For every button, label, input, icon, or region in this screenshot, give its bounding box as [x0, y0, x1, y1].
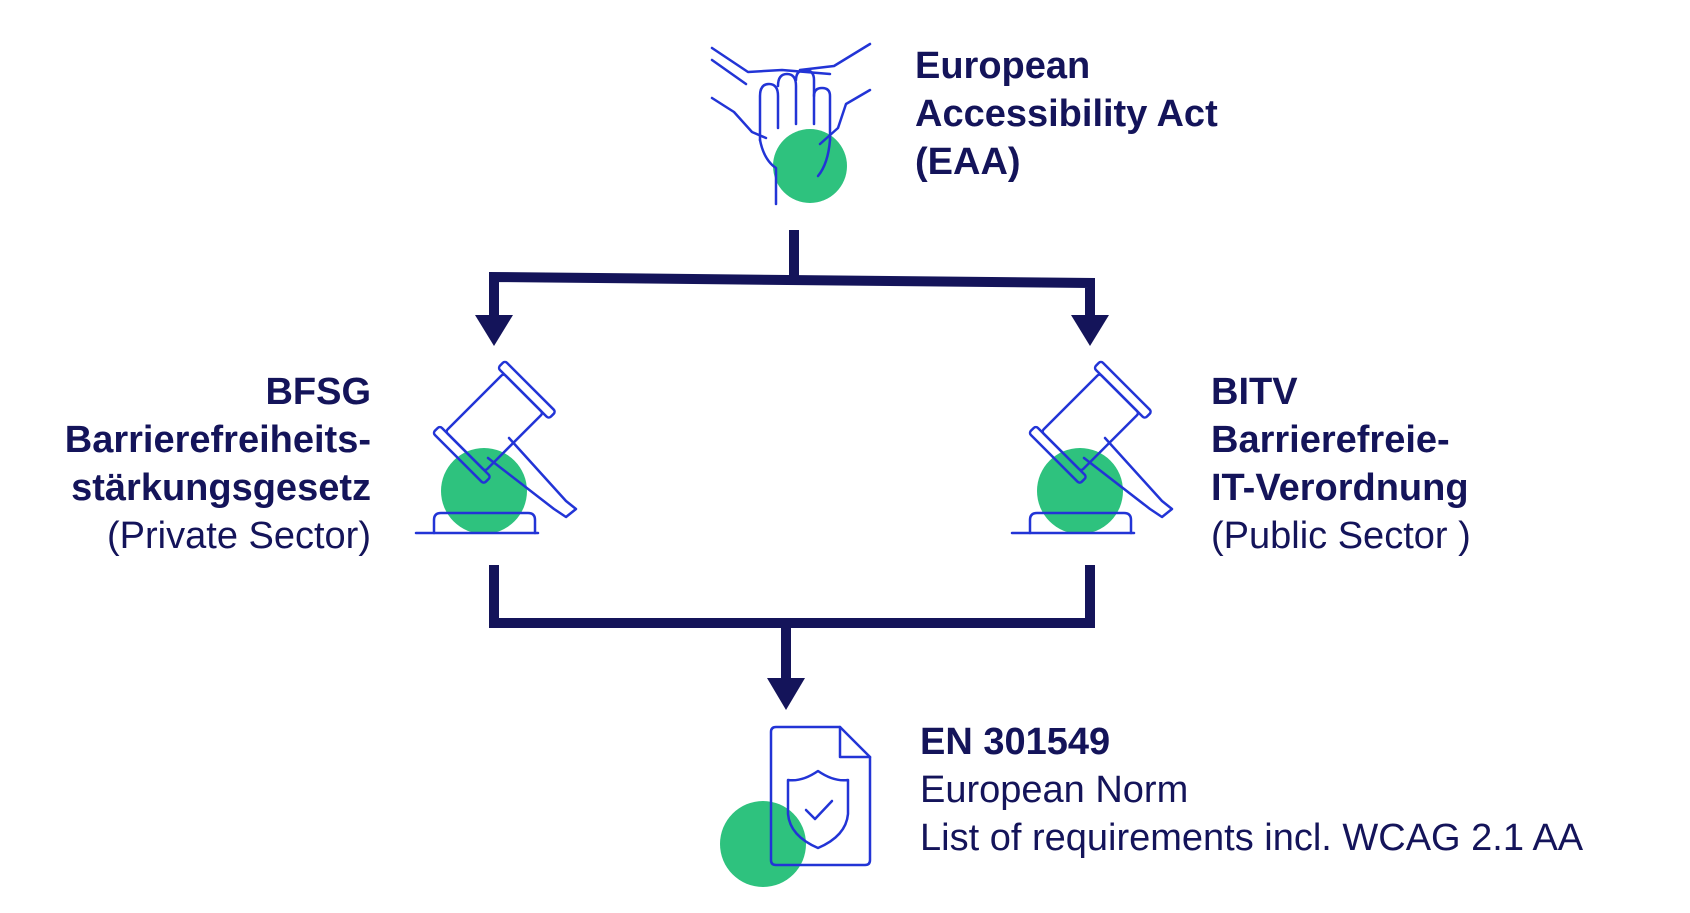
eaa-title-line3: (EAA): [915, 141, 1021, 183]
connector-bottom: [489, 565, 1095, 682]
bitv-title-line1: BITV: [1211, 371, 1298, 413]
bitv-label: BITV Barrierefreie- IT-Verordnung (Publi…: [1211, 368, 1471, 560]
arrow-to-en: [767, 678, 805, 710]
en-subtitle: European Norm: [920, 769, 1189, 811]
arrow-to-bfsg: [475, 315, 513, 346]
connector-top: [489, 230, 1095, 318]
shield-document-icon: [720, 725, 872, 887]
eaa-label: European Accessibility Act (EAA): [915, 42, 1218, 186]
bitv-title-line2: Barrierefreie-: [1211, 419, 1450, 461]
bfsg-title-line2: Barrierefreiheits-: [64, 419, 371, 461]
arrow-to-bitv: [1071, 315, 1109, 346]
gavel-icon: [1010, 360, 1174, 535]
bfsg-label: BFSG Barrierefreiheits- stärkungsgesetz …: [65, 368, 371, 560]
hands-together-icon: [710, 42, 872, 206]
bfsg-title-line3: stärkungsgesetz: [71, 467, 371, 509]
gavel-icon: [414, 360, 578, 535]
bitv-sector: (Public Sector ): [1211, 515, 1471, 557]
en-description: List of requirements incl. WCAG 2.1 AA: [920, 817, 1584, 859]
bfsg-title-line1: BFSG: [265, 371, 371, 413]
eaa-title-line2: Accessibility Act: [915, 93, 1218, 135]
en-title: EN 301549: [920, 721, 1111, 763]
en-label: EN 301549 European Norm List of requirem…: [920, 718, 1583, 862]
eaa-title-line1: European: [915, 45, 1091, 87]
bitv-title-line3: IT-Verordnung: [1211, 467, 1469, 509]
bfsg-sector: (Private Sector): [107, 515, 371, 557]
